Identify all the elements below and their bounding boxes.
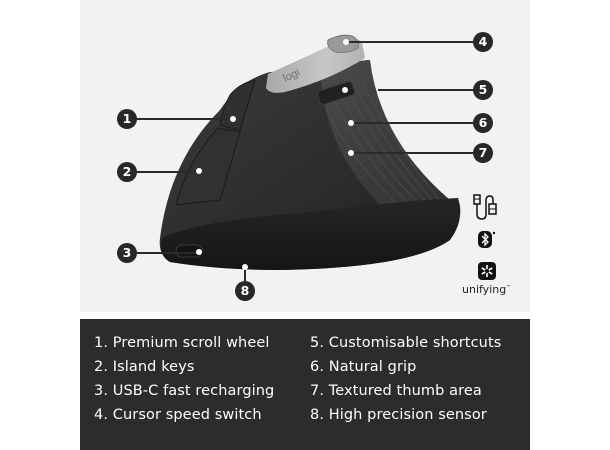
callout-6-leader [352, 122, 474, 124]
bluetooth-icon [478, 231, 496, 248]
product-image-area: logi 1 2 3 4 5 6 7 8 [80, 0, 530, 312]
callout-7-dot [348, 150, 354, 156]
callout-6-badge: 6 [473, 113, 493, 133]
callout-6-dot [348, 120, 354, 126]
callout-3-badge: 3 [117, 243, 137, 263]
callout-5-dot [342, 87, 348, 93]
callout-2-badge: 2 [117, 162, 137, 182]
callout-7-badge: 7 [473, 143, 493, 163]
callout-4-badge: 4 [473, 32, 493, 52]
mouse-illustration: logi [159, 34, 461, 270]
callout-1-dot [230, 116, 236, 122]
callout-8-badge: 8 [235, 281, 255, 301]
legend-item-1: 1. Premium scroll wheel [94, 335, 270, 351]
callout-8-leader [244, 268, 246, 282]
feature-legend: 1. Premium scroll wheel 2. Island keys 3… [80, 319, 530, 450]
legend-column-left: 1. Premium scroll wheel 2. Island keys 3… [94, 331, 274, 427]
legend-item-8: 8. High precision sensor [310, 407, 487, 423]
legend-item-4: 4. Cursor speed switch [94, 407, 262, 423]
callout-5-leader [378, 89, 474, 91]
callout-3-leader [137, 252, 199, 254]
usb-cable-icon [473, 194, 497, 220]
legend-item-3: 3. USB-C fast recharging [94, 383, 275, 399]
legend-item-2: 2. Island keys [94, 359, 195, 375]
callout-1-badge: 1 [117, 109, 137, 129]
callout-7-leader [352, 152, 474, 154]
legend-item-6: 6. Natural grip [310, 359, 417, 375]
unifying-icon [478, 262, 496, 280]
callout-8-dot [242, 264, 248, 270]
callout-5-badge: 5 [473, 80, 493, 100]
callout-1-leader [137, 118, 232, 120]
callout-2-dot [196, 168, 202, 174]
legend-item-5: 5. Customisable shortcuts [310, 335, 502, 351]
callout-4-leader [348, 41, 474, 43]
legend-item-7: 7. Textured thumb area [310, 383, 482, 399]
callout-4-dot [343, 39, 349, 45]
legend-column-right: 5. Customisable shortcuts 6. Natural gri… [310, 331, 501, 427]
callout-2-leader [137, 171, 200, 173]
callout-3-dot [196, 249, 202, 255]
unifying-label: unifying™ [462, 283, 512, 296]
